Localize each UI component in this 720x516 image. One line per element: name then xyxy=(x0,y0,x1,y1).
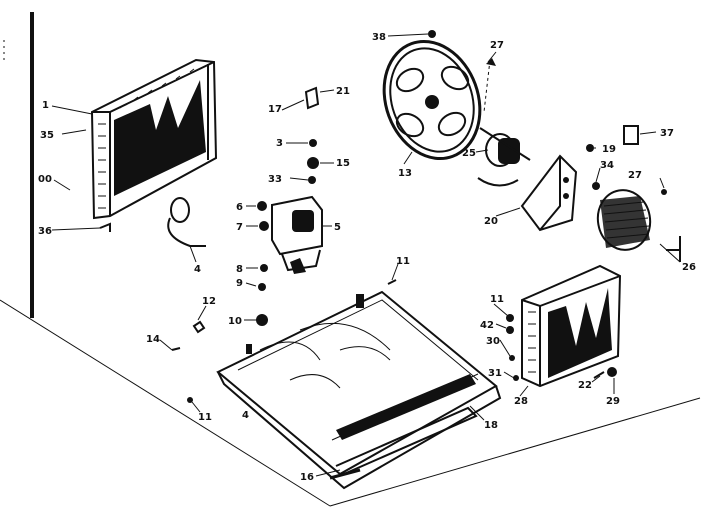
callout-11-center: 11 xyxy=(396,256,410,267)
callout-11-right: 11 xyxy=(490,294,504,305)
callout-28: 28 xyxy=(514,396,528,407)
leader-lines xyxy=(51,33,681,477)
callout-16: 16 xyxy=(300,472,314,483)
condenser-coil xyxy=(90,58,218,220)
callout-13: 13 xyxy=(398,168,412,179)
callout-18: 18 xyxy=(484,420,498,431)
background-perspective-lines xyxy=(0,12,701,507)
base-pan xyxy=(216,290,502,490)
callout-5: 5 xyxy=(334,222,341,233)
callout-4: 4 xyxy=(194,264,201,275)
callout-17: 17 xyxy=(268,104,282,115)
callout-4-base: 4 xyxy=(242,410,249,421)
callout-31: 31 xyxy=(488,368,502,379)
callout-00: 00 xyxy=(38,174,52,185)
callout-10: 10 xyxy=(228,316,242,327)
callout-27-right: 27 xyxy=(628,170,642,181)
callout-6: 6 xyxy=(236,202,243,213)
callout-34: 34 xyxy=(600,160,614,171)
callout-9: 9 xyxy=(236,278,243,289)
callout-15: 15 xyxy=(336,158,350,169)
callout-30: 30 xyxy=(486,336,500,347)
callout-20: 20 xyxy=(484,216,498,227)
callout-37: 37 xyxy=(660,128,674,139)
callout-11-lower-left: 11 xyxy=(198,412,212,423)
fan-motor xyxy=(477,58,531,187)
callout-7: 7 xyxy=(236,222,243,233)
callout-25: 25 xyxy=(462,148,476,159)
callout-27-top: 27 xyxy=(490,40,504,51)
callout-22: 22 xyxy=(578,380,592,391)
callout-33: 33 xyxy=(268,174,282,185)
callout-29: 29 xyxy=(606,396,620,407)
callout-19: 19 xyxy=(602,144,616,155)
callout-21: 21 xyxy=(336,86,350,97)
callout-12: 12 xyxy=(202,296,216,307)
callout-35: 35 xyxy=(40,130,54,141)
small-hardware-parts xyxy=(99,86,397,403)
callout-14: 14 xyxy=(146,334,160,345)
capacitor-strap xyxy=(167,197,206,247)
evaporator-coil xyxy=(521,264,622,388)
motor-bracket xyxy=(520,154,578,232)
callout-labels: 1 35 00 36 4 17 21 3 15 33 6 7 5 8 9 10 … xyxy=(38,32,696,483)
callout-3: 3 xyxy=(276,138,283,149)
callout-36: 36 xyxy=(38,226,52,237)
blower-wheel xyxy=(596,189,681,262)
callout-42: 42 xyxy=(480,320,494,331)
callout-38: 38 xyxy=(372,32,386,43)
callout-1: 1 xyxy=(42,100,49,111)
right-small-parts xyxy=(428,30,667,381)
callout-8: 8 xyxy=(236,264,243,275)
condenser-fan-shroud xyxy=(382,39,482,161)
compressor xyxy=(271,195,323,274)
callout-26: 26 xyxy=(682,262,696,273)
